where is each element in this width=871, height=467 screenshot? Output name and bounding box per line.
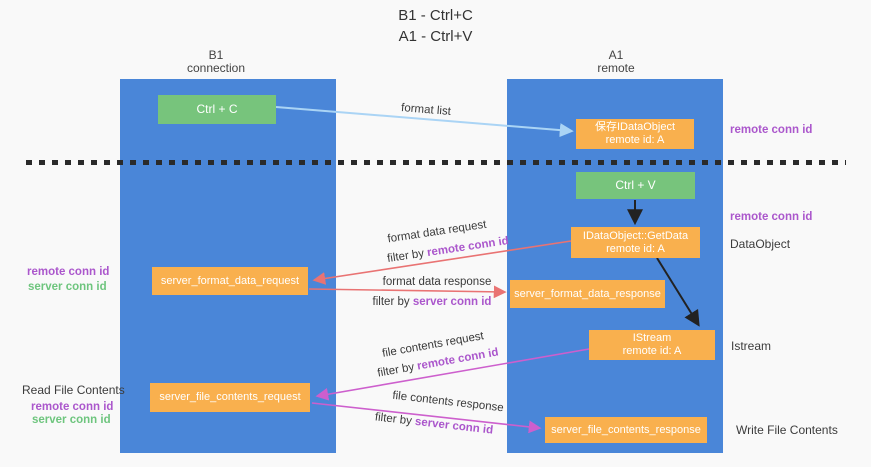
node-server-format-data-request: server_format_data_request (152, 267, 308, 295)
lane-right-name: A1 (608, 48, 624, 62)
node-ctrl-c: Ctrl + C (158, 95, 276, 124)
istream-line2: remote id: A (622, 345, 682, 357)
annotation-left-remote-conn-id-mid: remote conn id (27, 266, 110, 278)
annotation-remote-conn-id-mid: remote conn id (730, 211, 813, 223)
node-save-dataobject: 保存IDataObject remote id: A (576, 119, 694, 149)
diagram-title: B1 - Ctrl+C A1 - Ctrl+V (0, 5, 871, 47)
server-file-contents-response-label: server_file_contents_response (551, 423, 701, 436)
annotation-write-file-contents: Write File Contents (736, 423, 838, 437)
getdata-line2: remote id: A (606, 242, 665, 255)
annotation-istream: Istream (731, 339, 772, 353)
node-server-file-contents-request: server_file_contents_request (150, 383, 310, 412)
filter-prefix: filter by (372, 296, 413, 308)
arrow-format-data-request (312, 240, 572, 285)
server-format-data-response-label: server_format_data_response (514, 287, 661, 300)
annotation-dataobject: DataObject (730, 237, 791, 251)
phase-separator-dashed-line (26, 160, 846, 165)
node-idataobject-getdata: IDataObject::GetData remote id: A (571, 227, 700, 258)
filter-key-server-conn-id: server conn id (412, 296, 492, 308)
label-filter-format-response: filter by server conn id (373, 296, 492, 308)
node-istream: IStream remote id: A (589, 330, 715, 360)
istream-line1: IStream (632, 332, 672, 344)
annotation-left-server-conn-id-bottom: server conn id (32, 414, 111, 426)
lane-left-role: connection (186, 61, 246, 75)
ctrl-c-label: Ctrl + C (196, 102, 238, 116)
server-format-data-request-label: server_format_data_request (160, 274, 300, 287)
lane-left-name: B1 (208, 48, 224, 62)
annotation-remote-conn-id-top: remote conn id (730, 124, 813, 136)
lane-header-left: B1 connection (187, 49, 245, 75)
node-server-format-data-response: server_format_data_response (510, 280, 665, 308)
node-ctrl-v: Ctrl + V (576, 172, 695, 199)
title-line-1: B1 - Ctrl+C (398, 7, 473, 24)
arrow-getdata-to-istream (656, 257, 700, 327)
server-file-contents-request-label: server_file_contents_request (159, 391, 301, 403)
arrow-file-contents-response (311, 402, 542, 434)
annotation-left-server-conn-id-mid: server conn id (28, 281, 107, 293)
lane-right-role: remote (597, 61, 635, 75)
lane-header-right: A1 remote (597, 49, 634, 75)
ctrl-v-label: Ctrl + V (615, 178, 656, 192)
arrow-format-data-response (308, 285, 507, 299)
arrow-format-list (275, 106, 574, 138)
getdata-line1: IDataObject::GetData (582, 229, 689, 242)
label-format-data-response: format data response (382, 276, 492, 288)
save-dataobject-line2: remote id: A (605, 134, 665, 146)
annotation-read-file-contents: Read File Contents (22, 383, 125, 397)
arrow-file-contents-request (315, 348, 590, 401)
title-line-2: A1 - Ctrl+V (398, 28, 473, 45)
save-dataobject-line1: 保存IDataObject (594, 121, 676, 133)
annotation-left-remote-conn-id-bottom: remote conn id (31, 401, 114, 413)
node-server-file-contents-response: server_file_contents_response (545, 417, 707, 443)
